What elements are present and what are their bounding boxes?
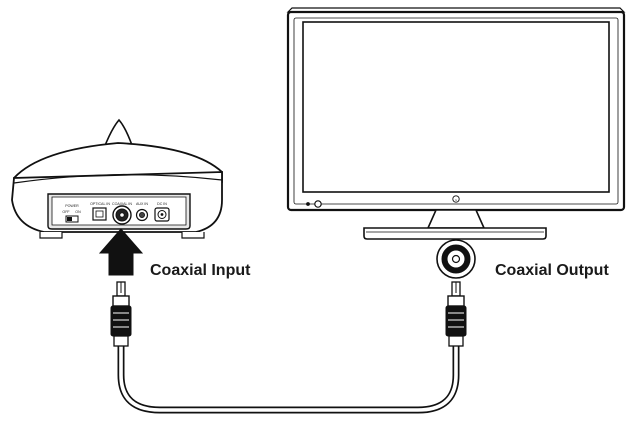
- optical-in-label: OPTICAL IN: [90, 202, 110, 206]
- tv-stand-base: [363, 227, 547, 240]
- coaxial-in-port: [112, 205, 132, 225]
- rca-plug-right: [445, 281, 467, 347]
- coaxial-output-jack: [436, 239, 476, 279]
- tv-logo-text: G: [455, 198, 458, 202]
- power-switch-label: POWER: [65, 204, 79, 208]
- cable-line: [117, 341, 460, 414]
- tv-screen: [302, 21, 610, 193]
- tv-indicator-light: [306, 202, 310, 206]
- power-off-label: OFF: [62, 210, 70, 214]
- coaxial-cable: [117, 341, 460, 414]
- dc-in-label: DC IN: [157, 202, 167, 206]
- tv-stand-neck: [426, 209, 486, 229]
- aux-in-label: AUX IN: [136, 202, 148, 206]
- dc-in-port: [154, 207, 170, 222]
- coaxial-input-arrow: [98, 228, 144, 276]
- coaxial-output-label: Coaxial Output: [495, 262, 609, 279]
- coaxial-input-label: Coaxial Input: [150, 262, 251, 279]
- coaxial-in-label: COAXIAL IN: [112, 202, 132, 206]
- power-on-label: ON: [75, 210, 81, 214]
- tv: [286, 7, 626, 240]
- rca-plug-left: [110, 281, 132, 347]
- rear-panel-labels: POWER OFF ON OPTICAL IN COAXIAL IN AUX I…: [62, 202, 167, 214]
- base-unit-dome: [13, 142, 223, 183]
- tv-power-button: [314, 200, 322, 208]
- aux-in-port: [135, 208, 149, 222]
- tv-logo-icon: [452, 195, 460, 203]
- base-unit-fin: [102, 118, 135, 149]
